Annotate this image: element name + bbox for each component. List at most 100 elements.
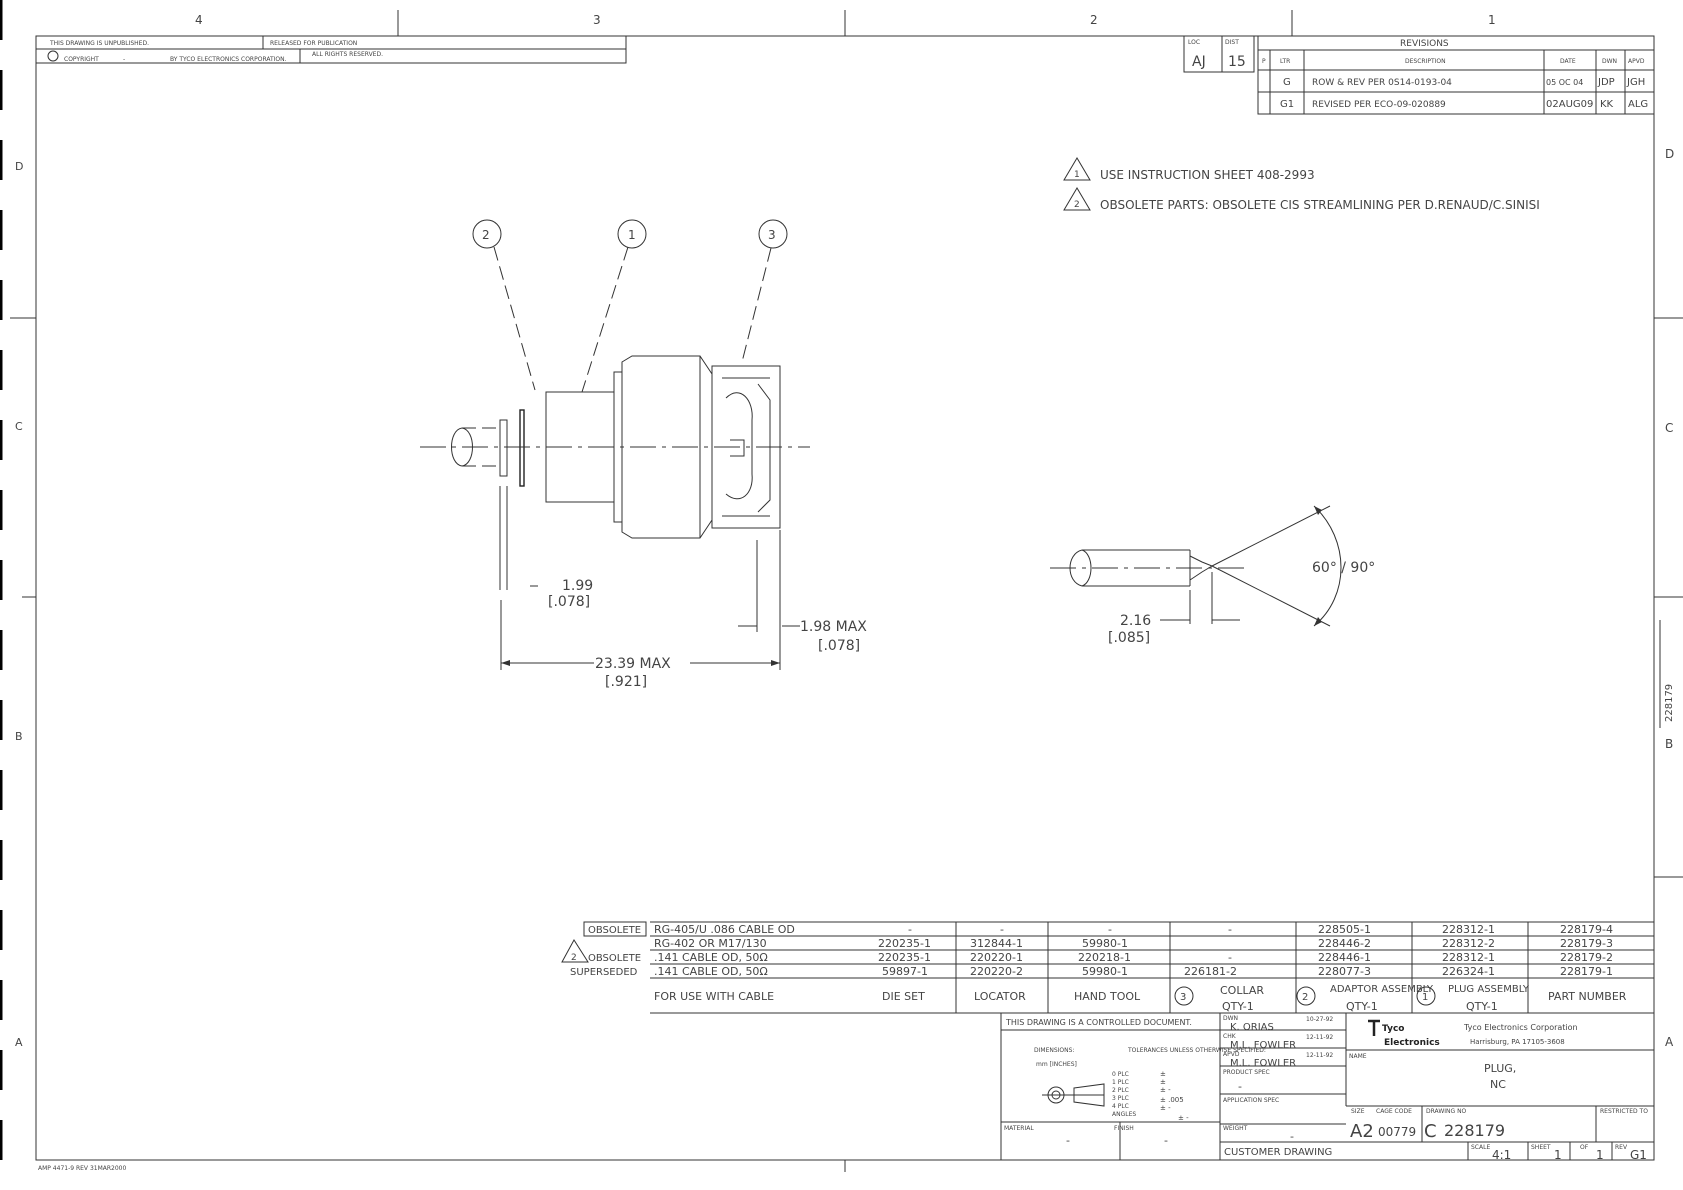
cell: 228179-3 xyxy=(1560,937,1613,950)
sheet-label: SHEET xyxy=(1531,1144,1551,1151)
cell: 228077-3 xyxy=(1318,965,1371,978)
product-spec-value: - xyxy=(1238,1080,1242,1093)
cell: 228179-2 xyxy=(1560,951,1613,964)
material-label: MATERIAL xyxy=(1004,1125,1034,1132)
logo-text: Tyco xyxy=(1382,1024,1404,1034)
notes: 1 USE INSTRUCTION SHEET 408-2993 2 OBSOL… xyxy=(1063,157,1540,212)
dimensions-label: DIMENSIONS: xyxy=(1034,1047,1074,1054)
balloon-number: 3 xyxy=(768,228,776,242)
header-collar: COLLAR xyxy=(1220,984,1264,997)
dim-value: 23.39 MAX xyxy=(595,656,671,672)
dist-label: DIST xyxy=(1225,39,1239,46)
cell: RG-405/U .086 CABLE OD xyxy=(654,923,795,936)
cell: 220235-1 xyxy=(878,937,931,950)
cell: 228446-2 xyxy=(1318,937,1371,950)
plc-label: 1 PLC xyxy=(1112,1079,1129,1086)
balloon xyxy=(1174,986,1194,1006)
dwn-date: 10-27-92 xyxy=(1306,1016,1333,1023)
rev-row-desc: REVISED PER ECO-09-020889 xyxy=(1312,100,1446,110)
plc-label: 2 PLC xyxy=(1112,1087,1129,1094)
dim-value-inch: [.921] xyxy=(605,674,647,690)
cell: .141 CABLE OD, 50Ω xyxy=(654,951,768,964)
rev-header-ltr: LTR xyxy=(1280,58,1290,65)
rev-row-dwn: JDP xyxy=(1597,77,1615,88)
header-left-block: THIS DRAWING IS UNPUBLISHED. RELEASED FO… xyxy=(35,35,627,64)
dwg-label: DRAWING NO xyxy=(1426,1108,1467,1115)
cell: 228179-4 xyxy=(1560,923,1613,936)
plc-label: 4 PLC xyxy=(1112,1103,1129,1110)
rev-row-dwn: KK xyxy=(1600,99,1614,110)
cell: 226324-1 xyxy=(1442,965,1495,978)
rev-row-desc: ROW & REV PER 0S14-0193-04 xyxy=(1312,78,1452,88)
dwg-prefix: C xyxy=(1424,1121,1437,1142)
scale-label: SCALE xyxy=(1471,1144,1490,1151)
dwn-name: K. ORIAS xyxy=(1230,1022,1274,1033)
tol-value: ± - xyxy=(1160,1086,1171,1094)
product-spec-label: PRODUCT SPEC xyxy=(1223,1069,1270,1076)
plc-label: ANGLES xyxy=(1112,1111,1136,1118)
rev-row-ltr: G1 xyxy=(1280,99,1294,110)
tol-value: ± - xyxy=(1178,1114,1189,1122)
note-text: USE INSTRUCTION SHEET 408-2993 xyxy=(1100,168,1315,182)
note-number: 2 xyxy=(1074,200,1080,210)
header-locator: LOCATOR xyxy=(974,990,1026,1003)
zone-left-b: B xyxy=(15,730,23,743)
cell: - xyxy=(1108,923,1112,936)
header-plug: PLUG ASSEMBLY xyxy=(1448,984,1530,995)
cell: 228312-1 xyxy=(1442,951,1495,964)
rev-header-apvd: APVD xyxy=(1628,58,1645,65)
finish-label: FINISH xyxy=(1114,1125,1134,1132)
tol-value: ± xyxy=(1160,1070,1166,1078)
header-cable: FOR USE WITH CABLE xyxy=(654,990,774,1003)
cell: 220235-1 xyxy=(878,951,931,964)
company-name: Tyco Electronics Corporation xyxy=(1463,1023,1578,1032)
apvd-date: 12-11-92 xyxy=(1306,1052,1333,1059)
zone-right-d: D xyxy=(1665,147,1674,161)
copyright-icon xyxy=(47,50,59,62)
tol-value: ± - xyxy=(1160,1104,1171,1112)
cell: 312844-1 xyxy=(970,937,1023,950)
dim-value: 2.16 xyxy=(1120,613,1151,629)
copyright-dash: - xyxy=(123,56,125,63)
balloon xyxy=(472,219,502,249)
zone-right-a: A xyxy=(1665,1035,1674,1049)
size-label: SIZE xyxy=(1351,1108,1365,1115)
zone-4: 4 xyxy=(195,13,203,27)
note-number: 1 xyxy=(1074,170,1080,180)
note-flag-icon xyxy=(1063,157,1091,181)
cell: 228179-1 xyxy=(1560,965,1613,978)
balloon-number: 2 xyxy=(482,228,490,242)
row-status: OBSOLETE xyxy=(588,925,641,936)
row-status: OBSOLETE xyxy=(588,953,641,964)
logo-text: Electronics xyxy=(1384,1038,1440,1048)
size-value: A2 xyxy=(1350,1121,1374,1142)
balloons: 2 1 3 xyxy=(472,219,788,393)
balloon-number: 1 xyxy=(628,228,636,242)
form-number: AMP 4471-9 REV 31MAR2000 xyxy=(38,1165,126,1172)
rev-row-ltr: G xyxy=(1283,77,1291,88)
zone-2: 2 xyxy=(1090,13,1098,27)
header-die: DIE SET xyxy=(882,990,925,1003)
controlled-text: THIS DRAWING IS A CONTROLLED DOCUMENT. xyxy=(1005,1018,1192,1027)
dim-value-inch: [.085] xyxy=(1108,630,1150,646)
sheet-value: 1 xyxy=(1554,1148,1562,1162)
finish-value: - xyxy=(1164,1134,1168,1147)
note-flag-icon xyxy=(561,939,589,963)
customer-drawing: CUSTOMER DRAWING xyxy=(1224,1147,1332,1158)
drawing-number: 228179 xyxy=(1444,1121,1505,1140)
company-address: Harrisburg, PA 17105-3608 xyxy=(1470,1038,1565,1046)
cell: - xyxy=(1228,923,1232,936)
unpublished-text: THIS DRAWING IS UNPUBLISHED. xyxy=(49,40,149,47)
released-text: RELEASED FOR PUBLICATION xyxy=(270,40,357,47)
chk-label: CHK xyxy=(1223,1033,1237,1040)
zone-right-b: B xyxy=(1665,737,1673,751)
header-tool: HAND TOOL xyxy=(1074,990,1141,1003)
connector-side-view xyxy=(420,355,810,539)
angle-label: 60° / 90° xyxy=(1312,560,1375,576)
drawing-name: PLUG, xyxy=(1484,1062,1516,1075)
balloon xyxy=(1416,986,1436,1006)
cell: - xyxy=(908,923,912,936)
restricted-label: RESTRICTED TO xyxy=(1600,1108,1648,1115)
cell: 59897-1 xyxy=(882,965,928,978)
pin-detail-view: 60° / 90° 2.16 [.085] xyxy=(1050,505,1375,646)
